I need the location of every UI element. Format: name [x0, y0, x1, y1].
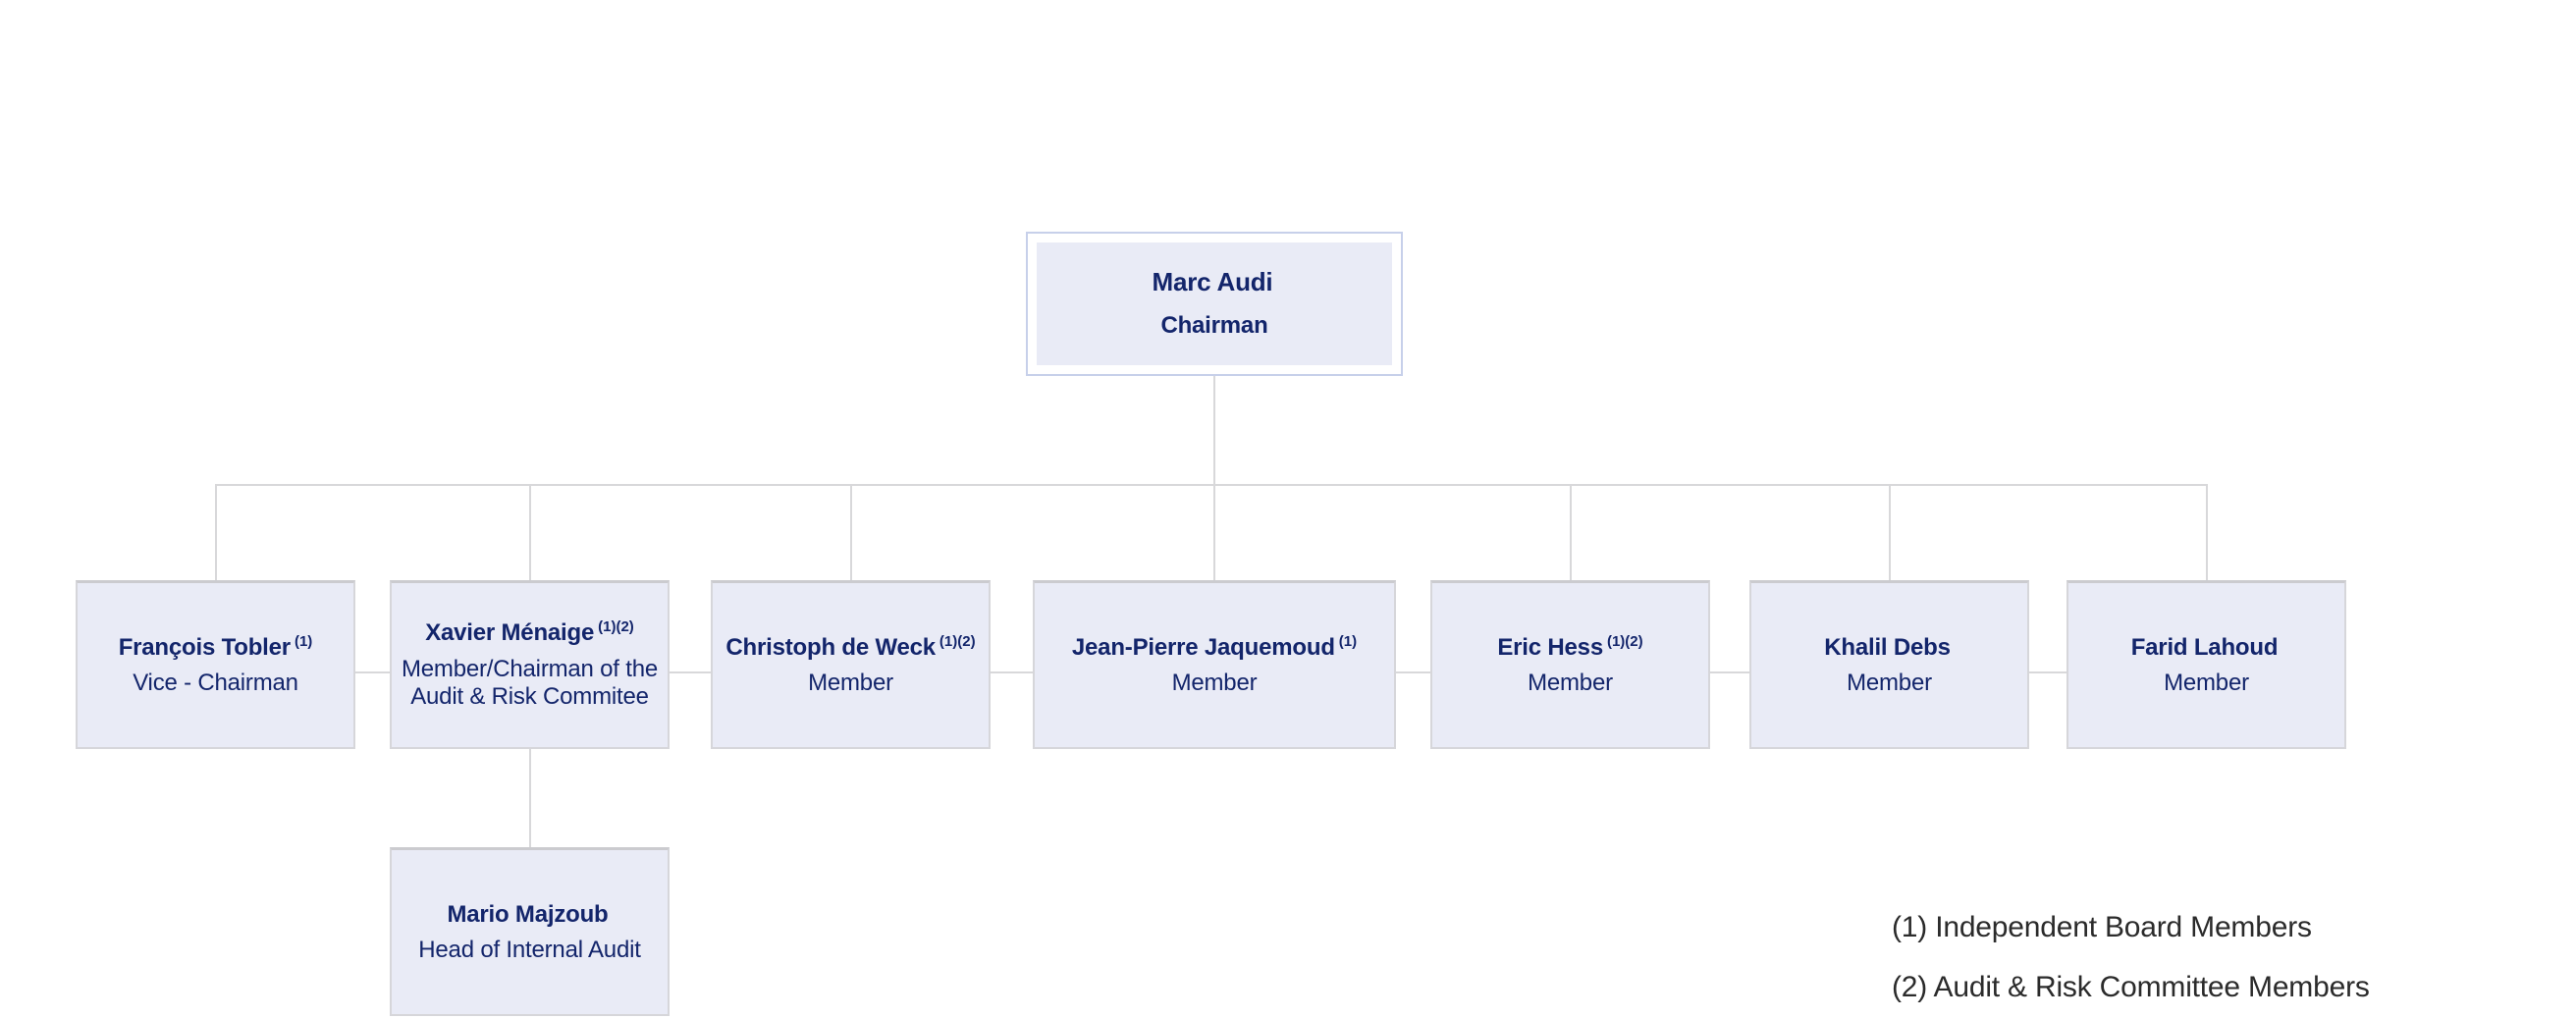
- member-name: Eric Hess(1)(2): [1497, 633, 1642, 662]
- connector-drop-khalil-debs: [1889, 484, 1891, 582]
- legend-item-audit-risk-committee-members: (2) Audit & Risk Committee Members: [1892, 971, 2370, 1003]
- org-box-jean-pierre-jaquemoud: Jean-Pierre Jaquemoud(1) Member: [1033, 580, 1396, 749]
- member-name-text: Christoph de Weck: [725, 633, 936, 661]
- member-name: Marc Audi: [1152, 266, 1277, 297]
- connector-peer-4-5: [1394, 671, 1432, 673]
- member-name: Jean-Pierre Jaquemoud(1): [1072, 633, 1357, 662]
- org-box-eric-hess: Eric Hess(1)(2) Member: [1430, 580, 1710, 749]
- member-name-text: Marc Audi: [1152, 266, 1273, 296]
- member-name-text: Mario Majzoub: [447, 900, 609, 928]
- member-role: Member: [2164, 670, 2249, 697]
- member-role: Head of Internal Audit: [418, 937, 641, 964]
- member-name-text: Jean-Pierre Jaquemoud: [1071, 633, 1335, 661]
- member-name-text: François Tobler: [118, 633, 291, 661]
- connector-drop-eric-hess: [1570, 484, 1572, 582]
- connector-peer-5-6: [1708, 671, 1751, 673]
- connector-peer-3-4: [989, 671, 1035, 673]
- member-name: Farid Lahoud: [2131, 633, 2282, 662]
- connector-peer-1-2: [353, 671, 392, 673]
- member-name: Mario Majzoub: [447, 900, 612, 929]
- org-box-mario-majzoub: Mario Majzoub Head of Internal Audit: [390, 847, 670, 1016]
- org-box-khalil-debs: Khalil Debs Member: [1749, 580, 2029, 749]
- connector-root-to-bus: [1213, 376, 1215, 486]
- member-name: François Tobler(1): [119, 633, 313, 662]
- member-name-text: Khalil Debs: [1824, 633, 1951, 661]
- member-name-superscript: (1)(2): [939, 632, 976, 650]
- connector-drop-jean-pierre-jaquemoud: [1213, 484, 1215, 582]
- member-name-superscript: (1): [294, 632, 313, 650]
- member-role: Member: [1171, 670, 1258, 697]
- org-box-marc-audi: Marc Audi Chairman: [1026, 232, 1403, 376]
- member-name-superscript: (1)(2): [598, 618, 634, 636]
- legend: (1) Independent Board Members (2) Audit …: [1892, 911, 2370, 1004]
- org-box-farid-lahoud: Farid Lahoud Member: [2066, 580, 2346, 749]
- legend-item-independent-board-members: (1) Independent Board Members: [1892, 911, 2312, 943]
- connector-drop-christoph-de-weck: [850, 484, 852, 582]
- member-name-text: Eric Hess: [1497, 633, 1603, 661]
- member-name-superscript: (1): [1338, 632, 1358, 650]
- member-role: Chairman: [1160, 311, 1268, 339]
- member-name-text: Xavier Ménaige: [425, 619, 595, 647]
- member-name-superscript: (1)(2): [1606, 632, 1643, 650]
- connector-peer-6-7: [2027, 671, 2068, 673]
- member-name: Khalil Debs: [1824, 633, 1955, 662]
- member-name-text: Farid Lahoud: [2130, 633, 2279, 661]
- connector-drop-farid-lahoud: [2206, 484, 2208, 582]
- org-box-xavier-menaige: Xavier Ménaige(1)(2) Member/Chairman of …: [390, 580, 670, 749]
- connector-bus: [215, 484, 2208, 486]
- member-role: Member: [808, 670, 893, 697]
- member-role: Member/Chairman of the Audit & Risk Comm…: [401, 655, 659, 711]
- connector-drop-francois-tobler: [215, 484, 217, 582]
- org-box-francois-tobler: François Tobler(1) Vice - Chairman: [76, 580, 355, 749]
- member-role: Member: [1528, 670, 1613, 697]
- org-box-marc-audi-panel: Marc Audi Chairman: [1037, 242, 1392, 365]
- member-name: Christoph de Weck(1)(2): [725, 633, 975, 662]
- member-role: Member: [1847, 670, 1932, 697]
- member-role: Vice - Chairman: [133, 670, 298, 697]
- connector-drop-xavier-menaige: [529, 484, 531, 582]
- connector-peer-2-3: [668, 671, 713, 673]
- org-box-christoph-de-weck: Christoph de Weck(1)(2) Member: [711, 580, 991, 749]
- member-name: Xavier Ménaige(1)(2): [425, 618, 634, 647]
- connector-xavier-to-mario: [529, 747, 531, 849]
